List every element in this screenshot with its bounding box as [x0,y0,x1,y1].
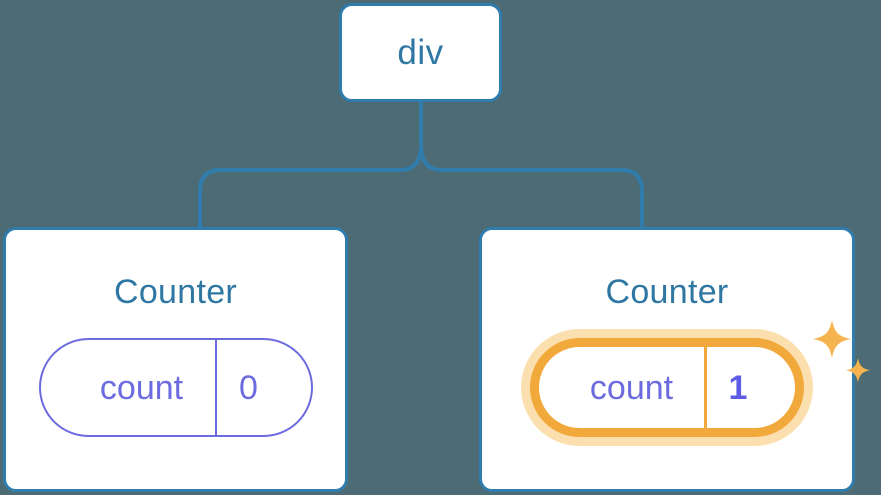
node-counter-right-label: Counter [605,273,729,311]
state-key-right: count [539,347,707,428]
connector-root-to-right [419,100,644,229]
state-pill-wrap-right: count 1 [530,320,870,437]
sparkle-large-icon [813,320,851,358]
connector-root-to-left [198,100,423,229]
state-value-left: 0 [239,368,258,407]
sparkle-small-icon [846,358,870,383]
node-counter-left-label: Counter [113,273,238,311]
node-div[interactable]: div [339,3,502,102]
node-counter-left[interactable]: Counter count 0 [3,227,348,492]
state-value-right: 1 [728,368,748,407]
state-pill-wrap-left: count 0 [38,338,313,437]
state-pill-left[interactable]: count 0 [38,338,313,437]
node-counter-right[interactable]: Counter count 1 [479,227,870,492]
node-div-label: div [397,33,444,72]
sparkles-group [813,320,870,383]
state-pill-right[interactable]: count 1 [530,338,804,437]
state-key-left: count [41,340,217,435]
